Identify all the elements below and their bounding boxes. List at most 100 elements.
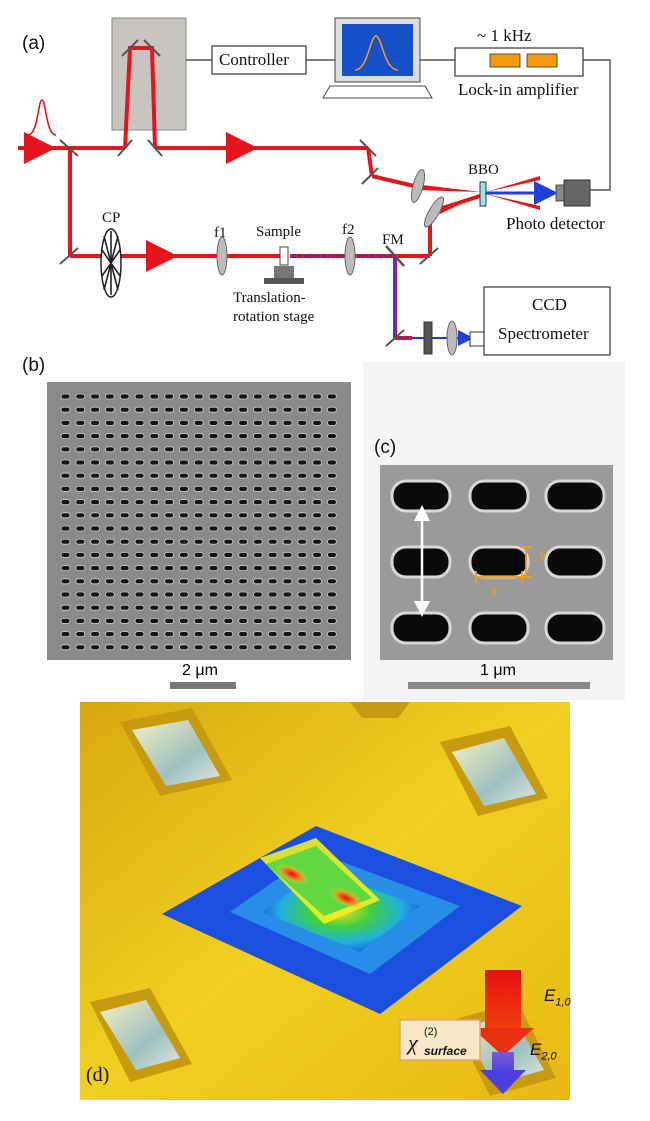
array-hole [193,551,204,558]
array-hole [312,551,323,558]
array-hole [326,512,337,519]
f1-label: f1 [214,225,227,241]
array-hole [193,578,204,585]
array-hole [105,525,115,532]
array-hole [267,459,278,466]
array-hole [149,644,160,651]
array-hole [90,406,100,413]
array-hole [105,551,115,558]
array-hole [134,538,145,545]
array-hole [193,472,204,479]
sample-stage [264,246,304,284]
array-hole [252,459,263,466]
array-hole [119,446,130,453]
array-hole [75,459,86,466]
array-hole [223,446,234,453]
array-hole [208,525,219,532]
array-hole [252,631,263,638]
array-hole [282,644,293,651]
array-hole [164,538,174,545]
array-hole [134,644,145,651]
array-hole [326,565,337,572]
array-hole [105,472,115,479]
array-hole [90,617,100,624]
array-hole [149,459,160,466]
array-hole [178,446,189,453]
array-hole [238,551,249,558]
array-hole [149,538,160,545]
array-hole [326,604,337,611]
array-hole [267,472,278,479]
array-hole [282,393,293,400]
array-hole [223,604,234,611]
array-hole [90,578,100,585]
array-hole [193,459,204,466]
stage-label-2: rotation stage [233,309,315,325]
array-hole [282,512,293,519]
array-hole [105,631,115,638]
sem-zoom-image [380,465,613,660]
array-hole [149,525,160,532]
array-hole [149,578,160,585]
array-hole [223,433,234,439]
ccd-label-1: CCD [532,295,567,314]
array-hole [312,578,323,585]
array-hole [60,538,71,545]
array-hole [267,512,278,519]
array-hole [208,472,219,479]
second-harmonic-arrow [480,1052,526,1094]
array-hole [75,578,86,585]
array-hole [238,472,249,479]
array-hole [164,499,174,505]
array-hole [282,578,293,585]
array-hole [252,486,263,492]
array-hole [75,631,86,638]
array-hole [178,486,189,492]
chopper-wheel [100,228,122,298]
array-hole [267,525,278,532]
array-hole [312,499,323,505]
array-hole [223,551,234,558]
array-hole [149,446,160,453]
array-hole [223,631,234,638]
array-hole [238,631,249,638]
array-hole [193,433,204,439]
array-hole [75,525,86,532]
array-hole [312,565,323,572]
array-hole [252,591,263,598]
array-hole [297,420,308,426]
e2-symbol: E [530,1040,542,1059]
array-hole [75,538,86,545]
array-hole [60,499,71,505]
lenses [216,169,458,356]
array-hole [178,565,189,572]
array-hole [164,578,174,585]
array-hole [208,433,219,439]
array-hole [312,393,323,400]
array-hole [90,591,100,598]
array-hole [297,446,308,453]
array-hole [134,565,145,572]
array-hole [297,604,308,611]
array-hole [90,631,100,638]
array-hole [90,551,100,558]
array-hole [223,499,234,505]
array-hole [297,578,308,585]
array-hole [60,644,71,651]
array-hole [134,604,145,611]
array-hole [252,393,263,400]
array-hole [326,617,337,624]
array-hole [149,499,160,505]
array-hole [60,420,71,426]
array-hole [164,420,174,426]
array-hole [238,420,249,426]
array-hole [178,631,189,638]
array-hole [178,525,189,532]
array-hole [75,433,86,439]
array-hole [252,433,263,439]
array-hole [119,472,130,479]
array-hole [178,406,189,413]
array-hole [208,551,219,558]
array-hole [252,420,263,426]
array-hole [267,446,278,453]
